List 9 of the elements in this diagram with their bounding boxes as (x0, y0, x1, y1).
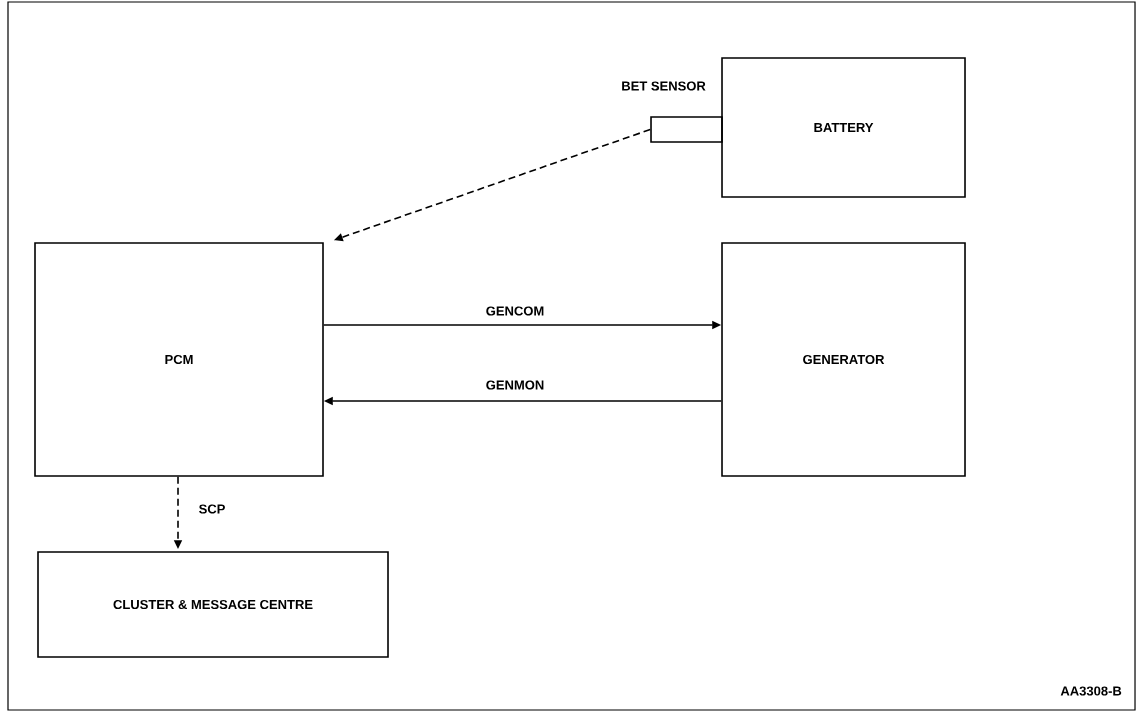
generator-box: GENERATOR (721, 242, 966, 477)
edge-label: SCP (197, 503, 227, 515)
edge-label: GENCOM (484, 305, 546, 317)
figure-code: AA3308-B (1060, 686, 1122, 696)
cluster-box: CLUSTER & MESSAGE CENTRE (37, 551, 389, 658)
edge-label: GENMON (484, 379, 546, 391)
sensor-label: BET SENSOR (622, 81, 706, 91)
pcm-box: PCM (34, 242, 324, 477)
battery-box: BATTERY (721, 57, 966, 198)
